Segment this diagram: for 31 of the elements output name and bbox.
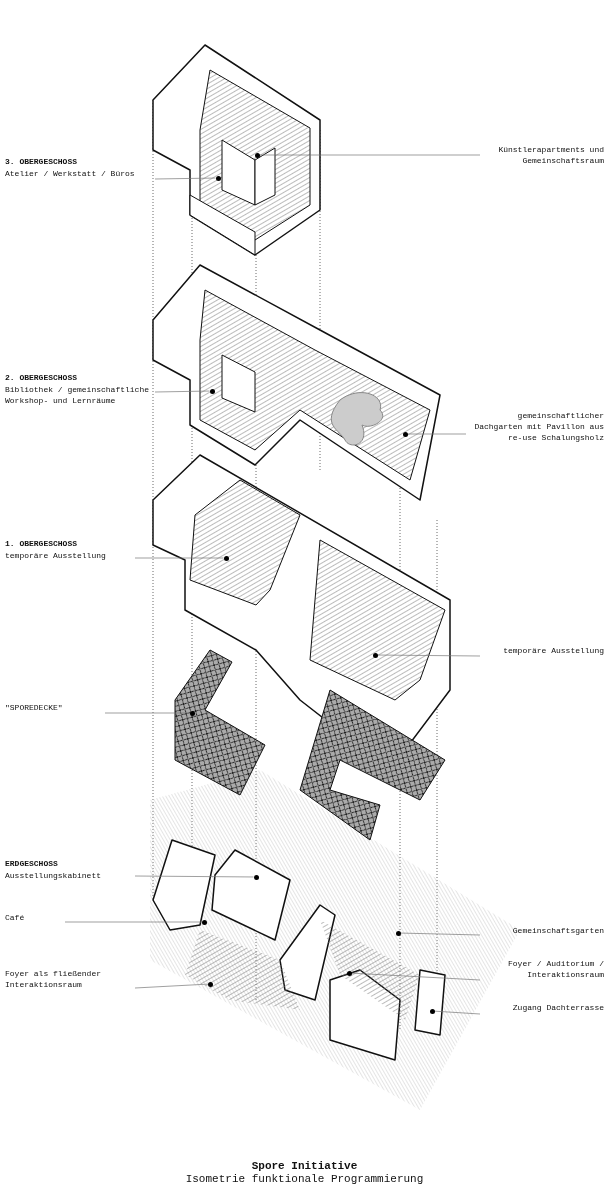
room-label: "SPOREDECKE" (5, 702, 64, 713)
leader-line (104, 712, 190, 714)
room-label: Foyer als fließender Interaktionsraum (5, 968, 102, 990)
floor-heading: 3. OBERGESCHOSS (5, 156, 78, 167)
room-label: temporäre Ausstellung (5, 550, 107, 561)
floor-heading: 1. OBERGESCHOSS (5, 538, 78, 549)
leader-line (134, 983, 208, 989)
leader-line (434, 1010, 481, 1015)
room-label: Bibliothek / gemeinschaftliche Workshop- und Lernräume (5, 384, 151, 406)
leader-line (134, 875, 254, 878)
title: Spore Initiative (251, 1160, 358, 1173)
room-label: gemeinschaftlicher Dachgarten mit Pavillon aus re-use Schalungsholz (473, 410, 604, 443)
caption: Isometrie funktionale Programmierung (185, 1173, 424, 1186)
leader-line (134, 557, 224, 559)
floor-heading: ERDGESCHOSS (5, 858, 59, 869)
room-label: temporäre Ausstellung (502, 645, 604, 656)
room-label: Ausstellungskabinett (5, 870, 102, 881)
leader-line (154, 177, 216, 180)
room-label: Café (5, 912, 26, 923)
room-label: Atelier / Werkstatt / Büros (5, 168, 136, 179)
room-label: Zugang Dachterrasse (511, 1002, 604, 1013)
room-label: Gemeinschaftsgarten (511, 925, 604, 936)
leader-line (154, 390, 210, 393)
leader-line (259, 154, 481, 156)
room-label: Künstlerapartments und Gemeinschaftsraum (497, 144, 604, 166)
leader-line (64, 921, 202, 923)
floor-heading: 2. OBERGESCHOSS (5, 372, 78, 383)
leader-line (377, 654, 481, 657)
leader-line (400, 932, 481, 936)
room-label: Foyer / Auditorium / Interaktionsraum (507, 958, 604, 980)
leader-line (407, 433, 467, 435)
